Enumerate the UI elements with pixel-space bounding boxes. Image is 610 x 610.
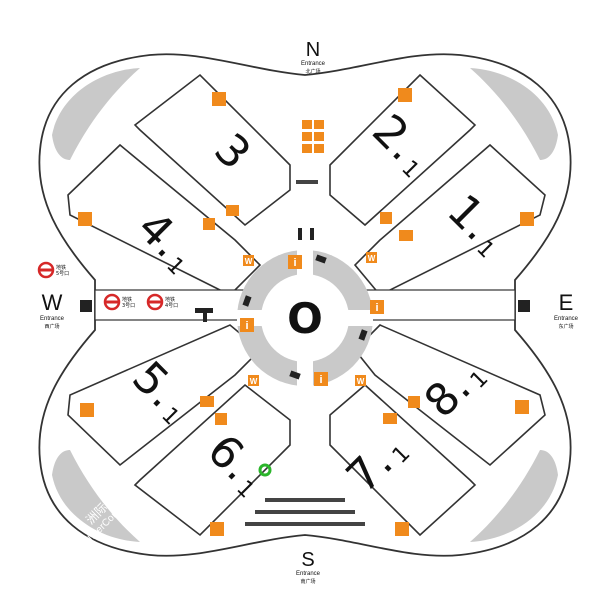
metro-exit-2: 3号口: [122, 303, 135, 309]
south-cn: 南广场: [300, 578, 315, 585]
service-icon: [314, 132, 324, 141]
hall-shape-3: [133, 73, 291, 227]
east-entrance: Entrance: [554, 316, 579, 322]
shoe-icon: [395, 522, 409, 536]
east-cn: 东广场: [558, 323, 573, 330]
metro-line-1: 地铁: [56, 264, 66, 271]
compass-east[interactable]: E Entrance 东广场: [554, 290, 579, 330]
info-icon: [370, 300, 384, 314]
north-letter: N: [306, 39, 320, 61]
metro-line-3: 地铁: [165, 296, 175, 303]
compass-south[interactable]: S Entrance 南广场: [296, 549, 321, 585]
metro-marker-3[interactable]: 地铁 4号口: [146, 293, 178, 311]
info-icon: [314, 372, 328, 386]
svg-text:W: W: [245, 257, 253, 266]
hall-shape-1.1: [353, 143, 546, 296]
hall-shape-6.1: [133, 383, 291, 537]
metro-line-2: 地铁: [122, 296, 132, 303]
compass-west[interactable]: W Entrance 西广场: [40, 290, 65, 330]
svg-text:W: W: [357, 377, 365, 386]
west-cn: 西广场: [44, 323, 59, 330]
info-marker-south: i: [314, 372, 328, 386]
shoe-icon: [212, 92, 226, 106]
shoe-icon: [520, 212, 534, 226]
west-entrance: Entrance: [40, 316, 65, 322]
info-marker-north: i: [288, 255, 302, 269]
info-marker-east: i: [370, 300, 384, 314]
washroom-icon: [248, 375, 259, 386]
washroom-marker-ne: W: [366, 252, 377, 263]
service-icon: [302, 120, 312, 129]
shoe-icon: [78, 212, 92, 226]
washroom-icon: [355, 375, 366, 386]
central-rotunda: O: [237, 250, 373, 386]
service-icon: [399, 230, 413, 241]
shoe-icon: [515, 400, 529, 414]
service-icon: [215, 413, 227, 425]
west-letter: W: [42, 290, 63, 315]
south-entrance: Entrance: [296, 571, 321, 577]
svg-text:i: i: [319, 374, 322, 386]
south-letter: S: [301, 549, 314, 571]
current-location-marker[interactable]: [258, 463, 272, 477]
service-icon: [302, 144, 312, 153]
compass-north[interactable]: N Entrance 北广场: [301, 39, 326, 75]
wing-southwest: [52, 450, 140, 542]
wing-northeast: [470, 68, 558, 160]
metro-exit-3: 4号口: [165, 303, 178, 309]
washroom-markers[interactable]: W W W W: [243, 252, 377, 386]
service-icon: [314, 120, 324, 129]
shoe-icon: [210, 522, 224, 536]
svg-text:W: W: [368, 254, 376, 263]
metro-exit-1: 5号口: [56, 271, 69, 277]
hall-shape-2.1: [329, 73, 477, 227]
hall-shapes: [67, 73, 546, 537]
svg-text:i: i: [293, 257, 296, 269]
info-marker-west: i: [240, 318, 254, 332]
corner-wings: [52, 68, 558, 542]
east-letter: E: [559, 290, 574, 315]
shoe-icon: [80, 403, 94, 417]
info-markers[interactable]: i i i i: [240, 255, 384, 386]
svg-text:W: W: [250, 377, 258, 386]
metro-marker-2[interactable]: 地铁 3号口: [103, 293, 135, 311]
service-icon: [203, 218, 215, 230]
svg-text:i: i: [245, 320, 248, 332]
hall-shape-4.1: [67, 143, 262, 296]
east-gate: [518, 300, 530, 312]
service-icon: [408, 396, 420, 408]
service-icon: [226, 205, 239, 216]
metro-marker-1[interactable]: 地铁 5号口: [37, 261, 69, 279]
west-bar-stem: [203, 308, 207, 322]
west-gate: [80, 300, 92, 312]
info-icon: [288, 255, 302, 269]
north-entrance: Entrance: [301, 61, 326, 67]
service-icon: [200, 396, 214, 407]
wing-northwest: [52, 68, 140, 160]
washroom-marker-sw: W: [248, 375, 259, 386]
center-label: O: [287, 294, 323, 343]
amenity-markers[interactable]: [78, 88, 534, 536]
service-icon: [380, 212, 392, 224]
washroom-marker-nw: W: [243, 255, 254, 266]
info-icon: [240, 318, 254, 332]
service-icon: [302, 132, 312, 141]
washroom-icon: [243, 255, 254, 266]
shoe-icon: [398, 88, 412, 102]
washroom-icon: [366, 252, 377, 263]
north-blocks: [296, 180, 318, 240]
south-stairs: [245, 498, 365, 526]
svg-text:i: i: [375, 302, 378, 314]
service-icon: [314, 144, 324, 153]
north-cn: 北广场: [305, 68, 320, 75]
washroom-marker-se: W: [355, 375, 366, 386]
wing-southeast: [470, 450, 558, 542]
service-icon: [383, 413, 397, 424]
